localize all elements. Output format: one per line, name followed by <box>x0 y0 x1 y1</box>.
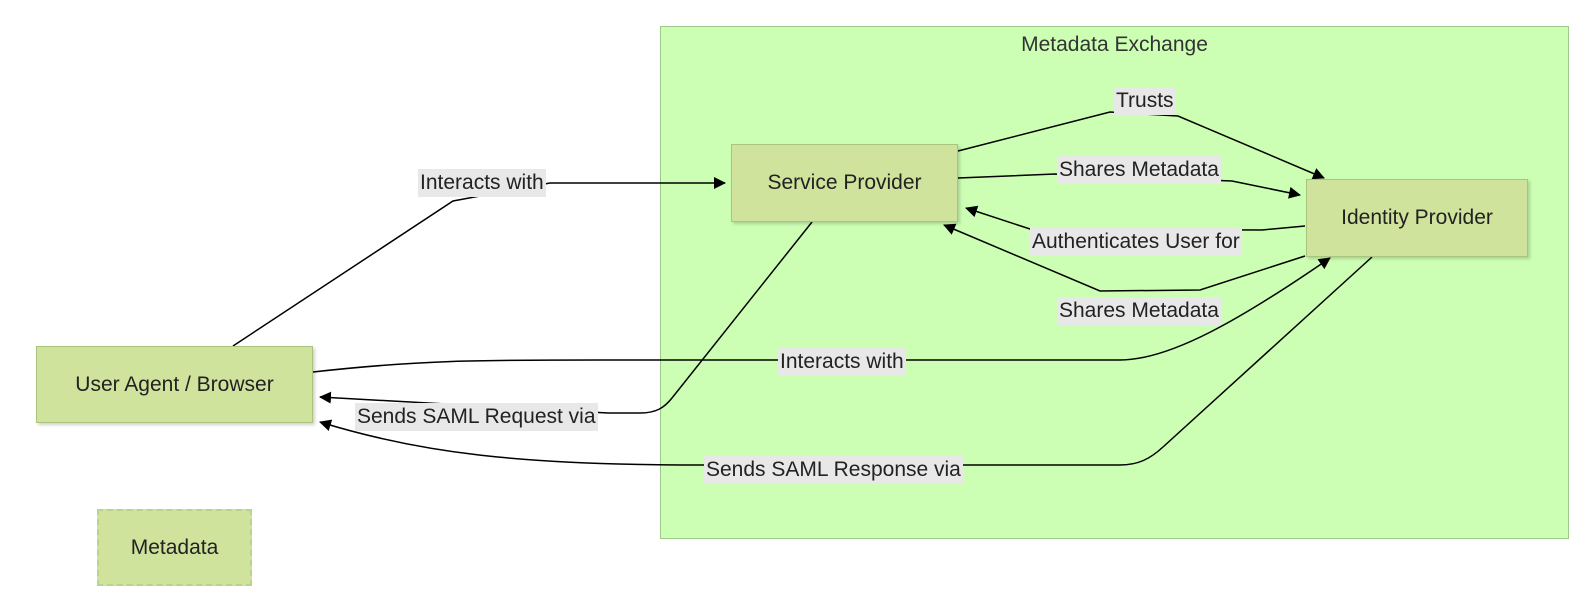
metadata-label: Metadata <box>130 535 219 559</box>
identity-provider-node: Identity Provider <box>1306 179 1528 257</box>
edge-sends-saml-request <box>319 221 813 414</box>
edge-authenticates-user-for <box>965 205 1306 231</box>
edge-idp-shares-metadata <box>943 223 1306 292</box>
cluster-title: Metadata Exchange <box>1021 33 1208 56</box>
metadata-node: Metadata <box>97 509 252 586</box>
edge-label-authenticates-user-for: Authenticates User for <box>1030 228 1242 256</box>
edge-ua-interacts-sp <box>232 177 726 347</box>
edge-label-ua-interacts-idp: Interacts with <box>778 348 906 376</box>
identity-provider-label: Identity Provider <box>1341 206 1493 229</box>
edge-label-idp-shares-metadata: Shares Metadata <box>1057 297 1221 325</box>
edge-label-sends-saml-response: Sends SAML Response via <box>704 456 963 484</box>
edge-label-sp-shares-metadata: Shares Metadata <box>1057 156 1221 184</box>
user-agent-label: User Agent / Browser <box>75 372 274 396</box>
user-agent-node: User Agent / Browser <box>36 346 313 423</box>
edge-sends-saml-response <box>319 256 1373 466</box>
service-provider-label: Service Provider <box>767 171 922 194</box>
service-provider-node: Service Provider <box>731 144 958 222</box>
edge-label-ua-interacts-sp: Interacts with <box>418 169 546 197</box>
edge-label-trusts: Trusts <box>1114 87 1176 115</box>
edge-label-sends-saml-request: Sends SAML Request via <box>355 403 598 431</box>
edge-ua-interacts-idp <box>312 257 1331 373</box>
